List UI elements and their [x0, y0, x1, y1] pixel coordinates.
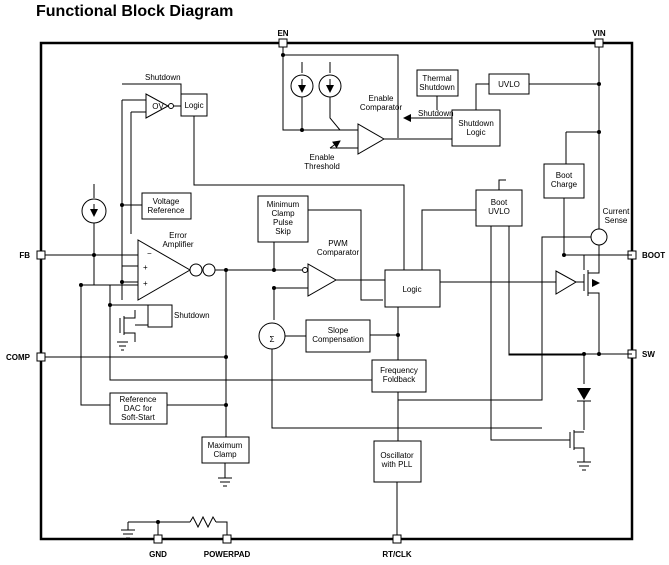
- pin-en: EN: [277, 29, 289, 48]
- sw-node: [509, 352, 632, 430]
- logic-main-block: Logic: [384, 269, 441, 360]
- shutdown-arrow-label: Shutdown: [418, 109, 454, 118]
- svg-text:Σ: Σ: [270, 335, 275, 344]
- shutdown-fet: Shutdown: [108, 303, 210, 351]
- shutdown-top-label: Shutdown: [145, 73, 181, 82]
- svg-text:RT/CLK: RT/CLK: [382, 550, 412, 559]
- pin-comp: COMP: [6, 352, 46, 362]
- pin-vin: VIN: [592, 29, 606, 48]
- resistor-icon: [189, 515, 217, 529]
- svg-text:Logic: Logic: [184, 101, 203, 110]
- svg-text:VIN: VIN: [592, 29, 606, 38]
- svg-text:GND: GND: [149, 550, 167, 559]
- diagram-title: Functional Block Diagram: [36, 3, 233, 20]
- low-side-switch: [569, 430, 591, 471]
- shutdown-logic-block: [451, 109, 501, 147]
- shutdown-fet-label: Shutdown: [174, 311, 210, 320]
- pin-sw: SW: [627, 349, 655, 359]
- current-sense-icon: [590, 228, 608, 246]
- svg-text:FB: FB: [19, 251, 30, 260]
- svg-text:Logic: Logic: [402, 285, 421, 294]
- diode-icon: [577, 388, 591, 400]
- svg-text:−: −: [147, 249, 152, 258]
- svg-text:EN: EN: [277, 29, 288, 38]
- high-side-switch: [440, 245, 632, 354]
- svg-text:UVLO: UVLO: [498, 80, 520, 89]
- ground-network: [121, 515, 228, 539]
- svg-text:+: +: [143, 279, 148, 288]
- thermal-shutdown-block: [416, 69, 459, 97]
- svg-text:+: +: [143, 263, 148, 272]
- svg-text:POWERPAD: POWERPAD: [204, 550, 251, 559]
- fb-current-source: [81, 184, 107, 257]
- svg-text:OV: OV: [152, 102, 164, 111]
- ov-section: Shutdown OV Logic: [121, 73, 405, 300]
- ov-comparator: [145, 93, 170, 119]
- svg-text:COMP: COMP: [6, 353, 31, 362]
- vin-rail: [565, 47, 601, 232]
- ic-outline: [39, 41, 634, 541]
- svg-text:BOOT: BOOT: [642, 251, 665, 260]
- pin-boot: BOOT: [627, 250, 665, 260]
- summing-node: Σ: [258, 322, 542, 429]
- gate-driver: [555, 270, 578, 295]
- pin-fb: FB: [19, 250, 46, 260]
- enable-comparator: [357, 123, 386, 155]
- svg-text:SW: SW: [642, 350, 655, 359]
